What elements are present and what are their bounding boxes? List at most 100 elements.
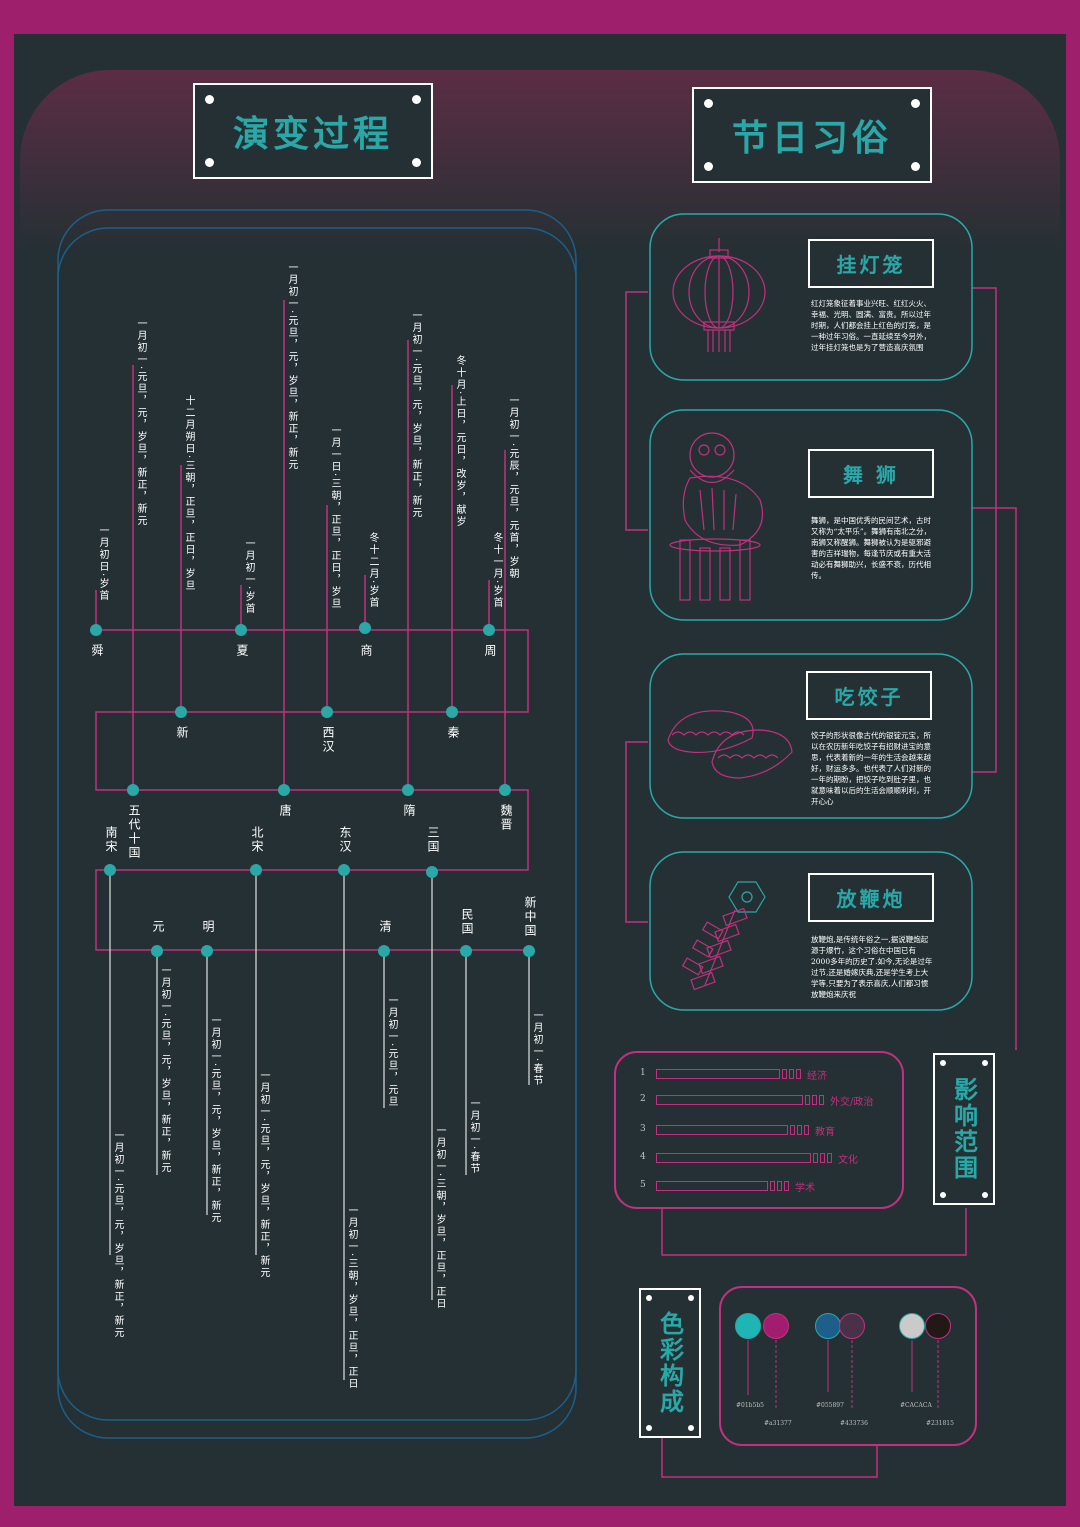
influence-bar-segment <box>789 1069 794 1079</box>
influence-row: 文化 <box>656 1151 858 1166</box>
lion-dance-icon <box>669 432 764 601</box>
influence-bar-segment <box>796 1069 801 1079</box>
influence-bar-segment <box>804 1125 809 1135</box>
palette-swatch <box>899 1313 925 1339</box>
custom-nansong: 一月初一·元旦，元，岁旦，新正，新元 <box>112 1130 123 1340</box>
colors-title-sign: 色彩构成 <box>639 1288 701 1438</box>
influence-bar <box>656 1069 780 1079</box>
influence-label: 文化 <box>838 1154 858 1166</box>
card-desc-dumpling: 饺子的形状很像古代的银锭元宝，所以在农历新年吃饺子有招财进宝的意思，代表着新的一… <box>811 731 931 806</box>
custom-qing: 一月初一·元旦，元旦 <box>386 995 397 1109</box>
influence-bar-segment <box>797 1125 802 1135</box>
palette-swatch <box>763 1313 789 1339</box>
custom-minguo: 一月初一·春节 <box>468 1098 479 1176</box>
custom-tang: 一月初一·元旦，元，岁旦，新正，新元 <box>286 262 297 472</box>
custom-sui: 一月初一·元旦，元，岁旦，新正，新元 <box>410 310 421 520</box>
evolution-title-sign: 演变过程 <box>193 83 433 179</box>
custom-yuan: 一月初一·元旦，元，岁旦，新正，新元 <box>159 965 170 1175</box>
custom-xia: 一月初一·岁首 <box>243 538 254 616</box>
influence-bar-segment <box>777 1181 782 1191</box>
influence-bar <box>656 1095 803 1105</box>
custom-donghan: 一月初一·三朝，岁旦，正旦，正日 <box>346 1205 357 1391</box>
influence-bar-segment <box>784 1181 789 1191</box>
card-desc-lion: 舞狮，是中国优秀的民间艺术，古时又称为“太平乐”。舞狮有南北之分，南狮又称醒狮。… <box>811 516 932 580</box>
custom-beisong: 一月初一·元旦，元，岁旦，新正，新元 <box>258 1070 269 1280</box>
influence-bar-segment <box>813 1153 818 1163</box>
custom-qin: 冬十月·上日，元日，改岁，献岁 <box>454 355 465 529</box>
card-title-firecracker: 放鞭炮 <box>808 873 934 922</box>
dynasty-xinzhongguo: 新中国 <box>523 896 537 938</box>
dynasty-qin: 秦 <box>446 726 460 740</box>
dynasty-zhou: 周 <box>483 644 497 658</box>
dynasty-nansong: 南宋 <box>104 826 118 854</box>
custom-wudai: 一月初一·元旦，元，岁旦，新正，新元 <box>135 318 146 528</box>
influence-row: 经济 <box>656 1067 827 1082</box>
dynasty-weijin: 魏晋 <box>499 804 513 832</box>
influence-bar <box>656 1153 811 1163</box>
dynasty-tang: 唐 <box>278 804 292 818</box>
influence-rank: 4 <box>640 1152 646 1162</box>
card-title-lantern: 挂灯笼 <box>808 239 934 288</box>
custom-sanguo: 一月初一·三朝，岁旦，正旦，正日 <box>434 1125 445 1311</box>
influence-label: 经济 <box>807 1070 827 1082</box>
influence-bar-segment <box>820 1153 825 1163</box>
custom-xin: 十二月朔日·三朝，正旦，正日，岁旦 <box>183 395 194 593</box>
influence-rank: 1 <box>640 1068 646 1078</box>
firecracker-icon <box>681 881 766 991</box>
custom-xihan: 一月一日·三朝，正旦，正日，岁旦 <box>329 425 340 611</box>
custom-zhou: 冬十一月·岁首 <box>491 532 502 610</box>
dynasty-sanguo: 三国 <box>426 826 440 854</box>
custom-shun: 一月初日·岁首 <box>97 525 108 603</box>
influence-bar-segment <box>770 1181 775 1191</box>
palette-hex: #01b5b5 <box>736 1402 764 1409</box>
palette-hex: #433736 <box>840 1420 868 1427</box>
influence-bar <box>656 1181 768 1191</box>
dynasty-donghan: 东汉 <box>338 826 352 854</box>
evolution-title: 演变过程 <box>232 113 393 155</box>
influence-row: 学术 <box>656 1179 815 1194</box>
palette-swatch <box>925 1313 951 1339</box>
card-title-lion: 舞 狮 <box>808 449 934 498</box>
dynasty-sui: 隋 <box>402 804 416 818</box>
dynasty-beisong: 北宋 <box>250 826 264 854</box>
dynasty-xin: 新 <box>175 726 189 740</box>
palette-swatch <box>735 1313 761 1339</box>
dynasty-yuan: 元 <box>151 920 165 934</box>
influence-bar-segment <box>812 1095 817 1105</box>
palette-swatch <box>839 1313 865 1339</box>
palette-swatch <box>815 1313 841 1339</box>
influence-label: 教育 <box>815 1126 835 1138</box>
card-desc-lantern: 红灯笼象征着事业兴旺、红红火火、幸福、光明、圆满、富贵。所以过年时期，人们都会挂… <box>811 299 931 352</box>
colors-title: 色彩构成 <box>655 1311 685 1415</box>
card-desc-firecracker: 放鞭炮,是传统年俗之一,据说鞭炮起源于爆竹，这个习俗在中国已有2000多年的历史… <box>811 935 933 999</box>
dynasty-xihan: 西汉 <box>321 726 335 754</box>
dynasty-xia: 夏 <box>235 644 249 658</box>
palette-hex: #231815 <box>926 1420 954 1427</box>
influence-title-sign: 影响范围 <box>933 1053 995 1205</box>
influence-bar-segment <box>790 1125 795 1135</box>
dynasty-wudai: 五代十国 <box>127 804 141 860</box>
influence-bar <box>656 1125 788 1135</box>
influence-bar-segment <box>819 1095 824 1105</box>
influence-row: 外交/政治 <box>656 1093 874 1108</box>
palette-hex: #a31377 <box>764 1420 792 1427</box>
dynasty-qing: 清 <box>378 920 392 934</box>
custom-ming: 一月初一·元旦，元，岁旦，新正，新元 <box>209 1015 220 1225</box>
timeline-path <box>95 629 529 951</box>
influence-rank: 3 <box>640 1124 646 1134</box>
influence-label: 外交/政治 <box>830 1096 874 1108</box>
dynasty-ming: 明 <box>201 920 215 934</box>
influence-rank: 5 <box>640 1180 646 1190</box>
dumpling-icon <box>667 710 793 779</box>
influence-row: 教育 <box>656 1123 835 1138</box>
timeline-frame-front <box>57 227 577 1439</box>
influence-bar-segment <box>805 1095 810 1105</box>
custom-xinzhongguo: 一月初一·春节 <box>531 1010 542 1088</box>
customs-title: 节日习俗 <box>731 117 892 159</box>
influence-rank: 2 <box>640 1094 646 1104</box>
influence-bar-segment <box>782 1069 787 1079</box>
card-title-dumpling: 吃饺子 <box>806 671 932 720</box>
customs-title-sign: 节日习俗 <box>692 87 932 183</box>
influence-bar-segment <box>827 1153 832 1163</box>
